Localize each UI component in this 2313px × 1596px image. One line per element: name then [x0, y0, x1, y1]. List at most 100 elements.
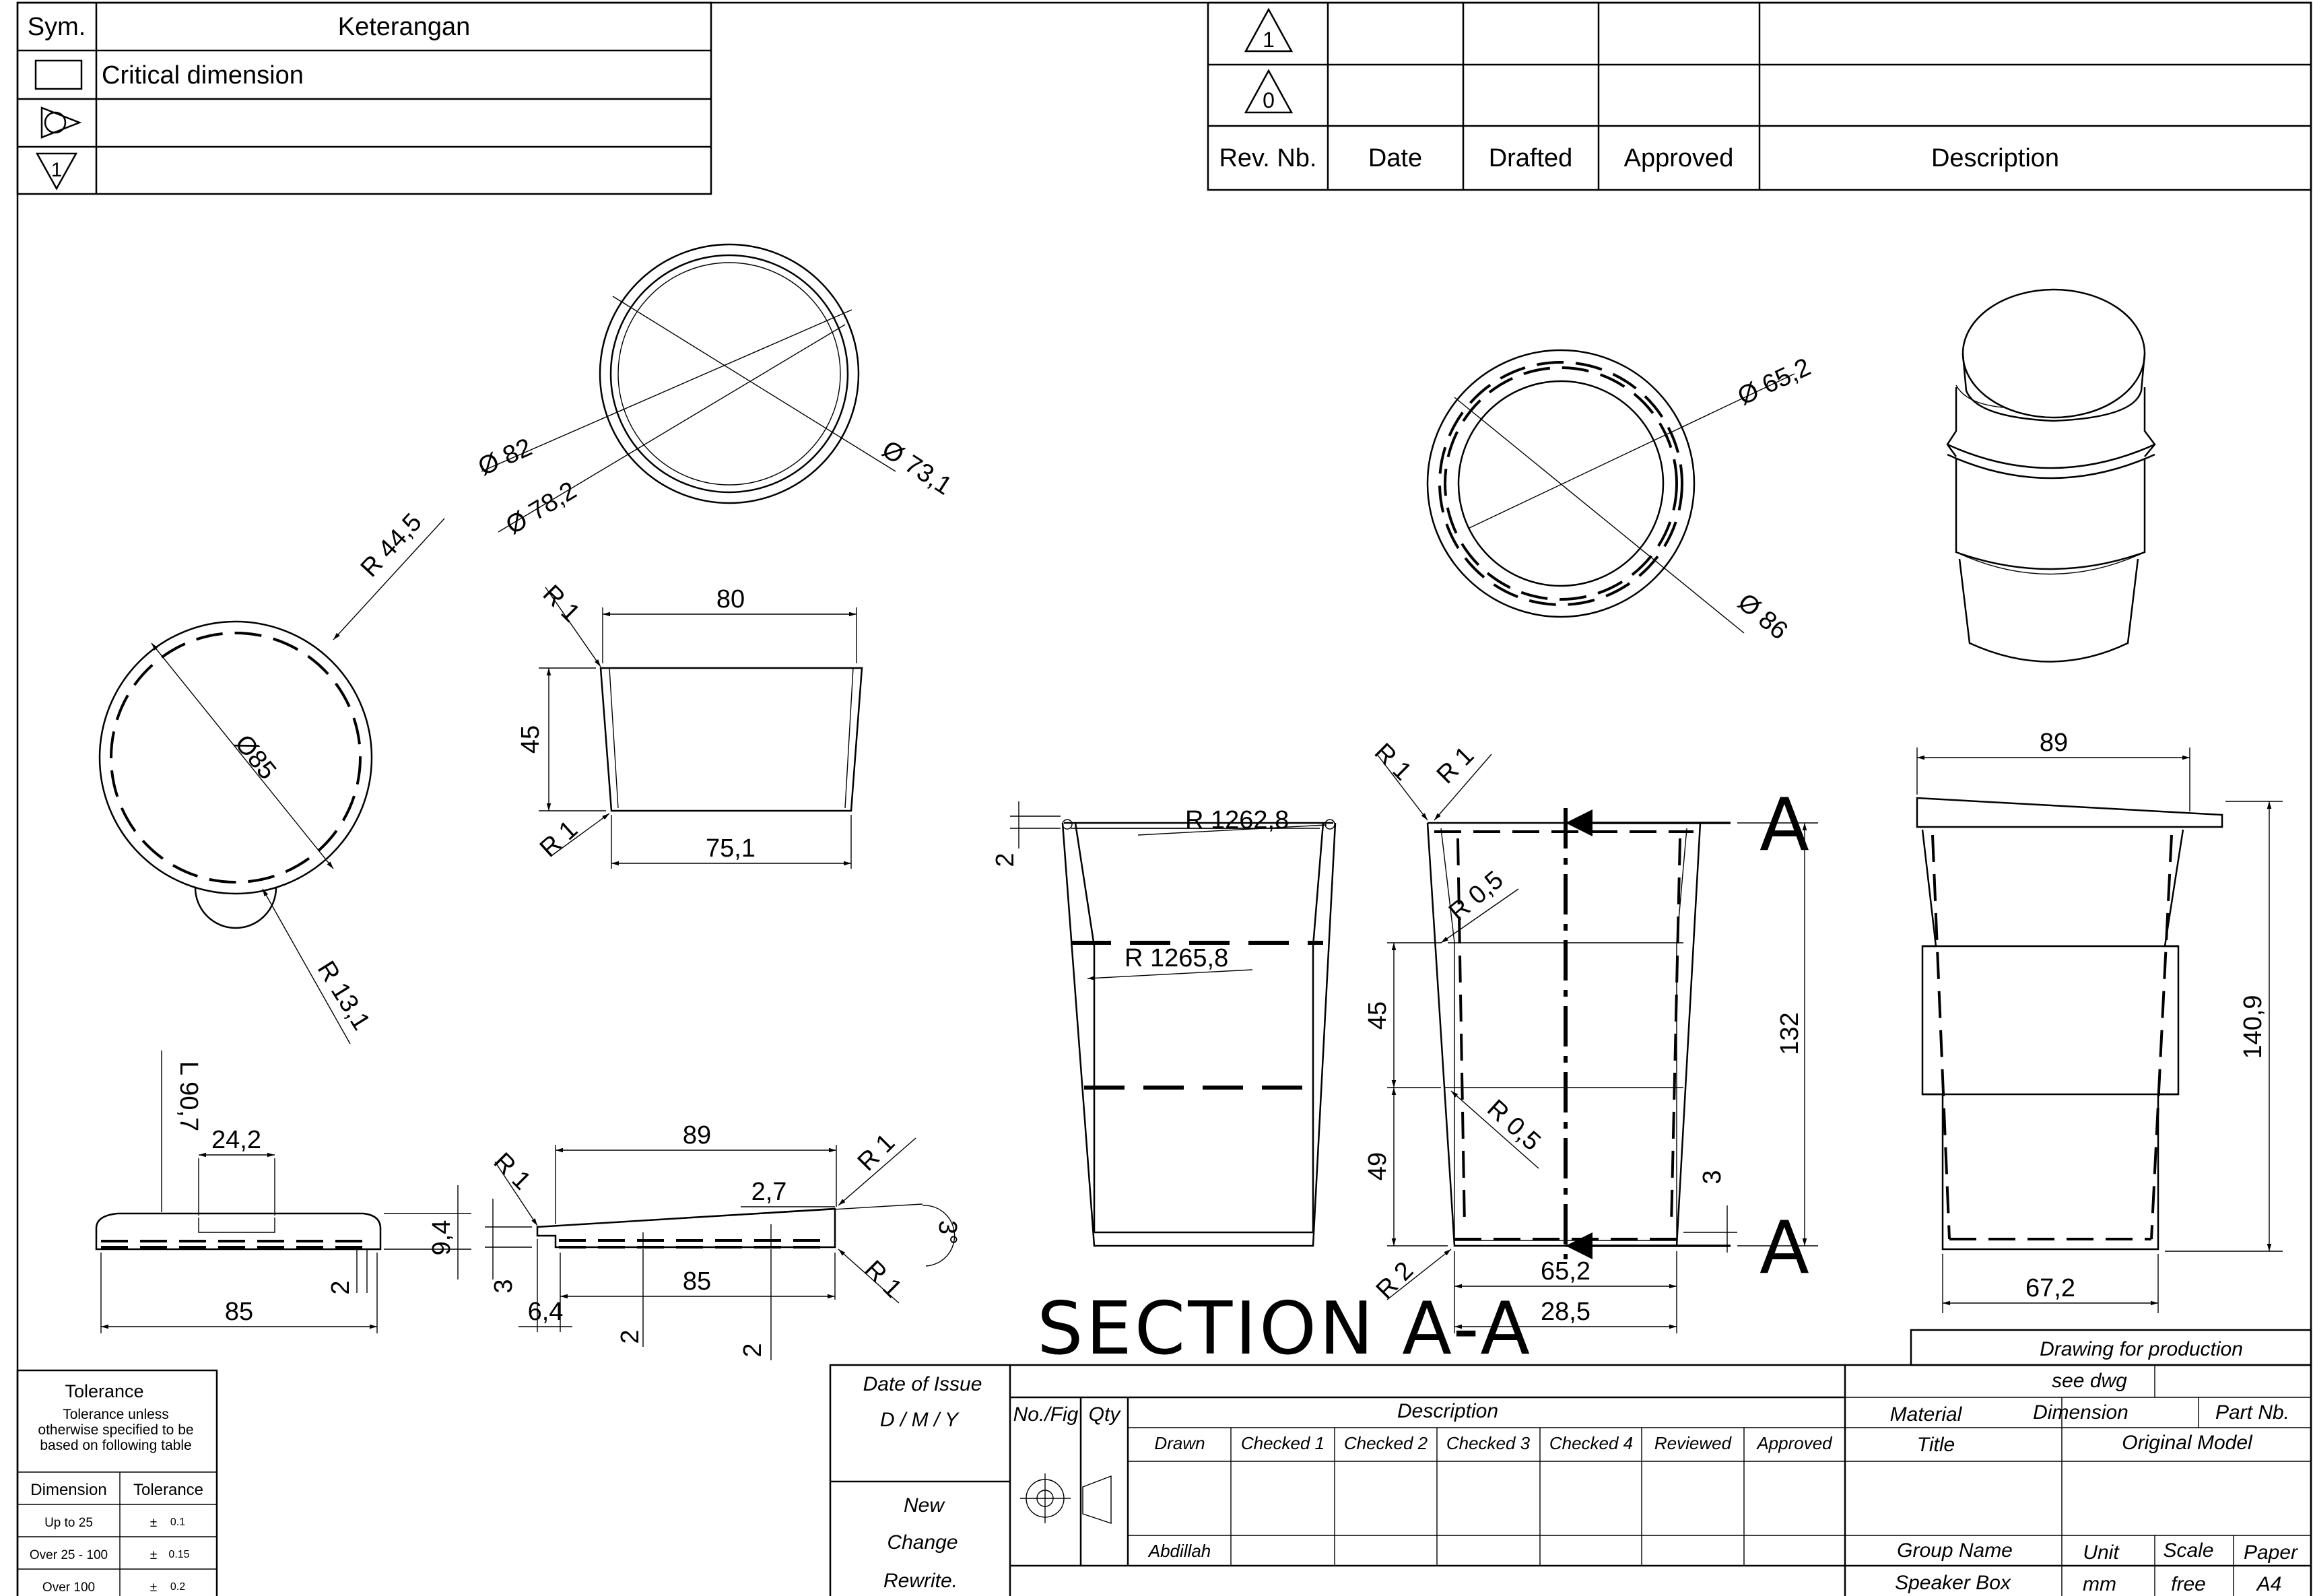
- tb-material: Material: [1890, 1403, 1963, 1426]
- isometric-cup-view: [1946, 288, 2156, 663]
- dim-insert-w75: 75,1: [706, 834, 756, 863]
- projection-symbol-icon: [1020, 1473, 1112, 1524]
- title-block: Drawing for production Date of Issue D /…: [829, 1329, 2312, 1596]
- dim-lid-l90: L 90,7: [174, 1061, 203, 1131]
- tb-rewrite: Rewrite.: [883, 1570, 958, 1592]
- dim-d82: Ø 82: [474, 433, 536, 481]
- assembly-side-view: 89 140,9 67,2: [1916, 729, 2283, 1313]
- dim-aa-w285: 28,5: [1541, 1298, 1590, 1326]
- dim-bottom-d65: Ø 65,2: [1733, 353, 1815, 411]
- critical-dimension-box-icon: [34, 59, 83, 90]
- revision-table: 1 0 Rev. Nb. Date Drafted Approved Descr…: [1207, 1, 2312, 191]
- dim-lidsec-w64: 6,4: [528, 1298, 564, 1326]
- dim-lidsec-d2a: 2: [616, 1329, 644, 1343]
- dim-aa-h132: 132: [1776, 1012, 1804, 1055]
- section-aa-view: A A 132 R 1 R 1 R 0,5 R 0,5 45 49 3 R 2 …: [1364, 738, 1818, 1333]
- tolerance-pm: ±: [150, 1516, 157, 1530]
- tolerance-pm: ±: [150, 1548, 157, 1562]
- lid-top-view: R 44,5 Ø85 R 13,1: [98, 508, 445, 1044]
- tolerance-row: Over 25 - 100 ± 0.15: [30, 1548, 190, 1562]
- tb-scale-value: free: [2171, 1573, 2206, 1595]
- tolerance-range: Up to 25: [44, 1516, 93, 1530]
- tb-paper-value: A4: [2256, 1573, 2282, 1595]
- tb-change: Change: [887, 1531, 958, 1554]
- dim-asm-w89: 89: [2040, 729, 2068, 757]
- dim-d85: Ø85: [229, 729, 281, 785]
- rev-col-drafted: Drafted: [1489, 144, 1573, 172]
- revision-triangle-down-icon: 1: [35, 152, 78, 191]
- tb-checked-3: Checked 3: [1446, 1433, 1531, 1453]
- tolerance-note-2: otherwise specified to be: [38, 1422, 193, 1438]
- rev-col-description: Description: [1931, 144, 2059, 172]
- tolerance-note-3: based on following table: [40, 1438, 191, 1453]
- dim-lidsec-w89: 89: [683, 1121, 711, 1150]
- tb-drawing-for-production: Drawing for production: [2040, 1338, 2243, 1360]
- dim-d73: Ø 73,1: [877, 435, 957, 500]
- legend-critical-label: Critical dimension: [102, 61, 304, 90]
- section-aa-title: SECTION A-A: [1037, 1287, 1533, 1371]
- tolerance-row: Over 100 ± 0.2: [42, 1581, 185, 1595]
- tolerance-value: 0.15: [168, 1549, 189, 1560]
- tb-approved: Approved: [1755, 1433, 1833, 1453]
- dim-lidsec-r1a: R 1: [488, 1148, 537, 1196]
- dim-asm-h1409: 140,9: [2239, 995, 2267, 1059]
- dim-cup-rtop: R 1262,8: [1185, 806, 1289, 834]
- dim-lid-w85: 85: [225, 1298, 253, 1326]
- tolerance-range: Over 25 - 100: [30, 1548, 108, 1562]
- tolerance-value: 0.1: [170, 1517, 185, 1528]
- tb-group-value: Speaker Box: [1895, 1572, 2011, 1594]
- dim-aa-w652: 65,2: [1541, 1257, 1590, 1286]
- dim-r13: R 13,1: [312, 956, 376, 1035]
- tb-date-format: D / M / Y: [880, 1409, 960, 1431]
- tolerance-title: Tolerance: [65, 1381, 143, 1401]
- sheet-border: [16, 1, 2312, 1596]
- tolerance-value: 0.2: [170, 1581, 185, 1593]
- rev-col-number: Rev. Nb.: [1219, 144, 1316, 172]
- tb-original-model: Original Model: [2122, 1432, 2253, 1454]
- tb-checked-1: Checked 1: [1241, 1433, 1325, 1453]
- tb-unit: Unit: [2083, 1541, 2120, 1564]
- lid-section-view: 89 R 1 R 1 R 1 2,7 3° 3 85 6,4 2 2: [485, 1121, 962, 1360]
- section-mark-a-top: A: [1759, 783, 1812, 867]
- dim-insert-r1b: R 1: [535, 816, 583, 863]
- tb-reviewed: Reviewed: [1654, 1433, 1733, 1453]
- tolerance-row: Up to 25 ± 0.1: [44, 1516, 185, 1530]
- tb-scale: Scale: [2163, 1539, 2213, 1562]
- legend-col-sym: Sym.: [28, 13, 86, 41]
- circle-triangle-symbol-icon: [40, 106, 82, 139]
- revision-0-triangle-icon: 0: [1244, 69, 1294, 114]
- dim-aa-r05a: R 0,5: [1444, 866, 1509, 927]
- symbol-legend-table: Sym. Keterangan Critical dimension 1: [16, 1, 712, 195]
- insert-side-view: 80 45 R 1 R 1 75,1: [516, 580, 863, 869]
- tolerance-note-1: Tolerance unless: [63, 1407, 169, 1422]
- dim-lidsec-t27: 2,7: [751, 1178, 787, 1206]
- rev-1-label: 1: [1263, 28, 1275, 52]
- tb-dimension: Dimension: [2033, 1401, 2128, 1424]
- section-mark-a-bottom: A: [1759, 1206, 1812, 1290]
- tb-description: Description: [1397, 1400, 1498, 1422]
- legend-col-desc: Keterangan: [338, 13, 471, 41]
- tb-no-fig: No./Fig: [1013, 1403, 1079, 1426]
- dim-cup-h2: 2: [991, 853, 1019, 867]
- dim-aa-h45: 45: [1364, 1001, 1392, 1030]
- lid-front-view: 24,2 L 90,7 9,4 2 85: [95, 1051, 471, 1333]
- tolerance-table: Tolerance Tolerance unless otherwise spe…: [16, 1369, 218, 1596]
- dim-lidsec-d2b: 2: [739, 1343, 767, 1357]
- dim-lid-h2: 2: [327, 1280, 355, 1294]
- tb-checked-2: Checked 2: [1344, 1433, 1428, 1453]
- dim-lidsec-r1c: R 1: [859, 1255, 908, 1304]
- dim-aa-h3: 3: [1698, 1170, 1727, 1184]
- legend-sym-1: 1: [51, 159, 63, 181]
- tb-unit-value: mm: [2083, 1573, 2116, 1595]
- tb-drawn: Drawn: [1154, 1433, 1205, 1453]
- tolerance-col-tolerance: Tolerance: [133, 1481, 203, 1499]
- dim-aa-r1b: R 1: [1432, 741, 1480, 790]
- tb-qty: Qty: [1089, 1403, 1122, 1426]
- revision-1-triangle-icon: 1: [1244, 7, 1294, 53]
- dim-cup-rmid: R 1265,8: [1125, 944, 1228, 972]
- tb-drawn-by: Abdillah: [1147, 1541, 1211, 1561]
- rev-col-approved: Approved: [1624, 144, 1734, 172]
- tolerance-pm: ±: [150, 1581, 157, 1595]
- bottom-view-ring: Ø 65,2 Ø 86: [1426, 349, 1815, 645]
